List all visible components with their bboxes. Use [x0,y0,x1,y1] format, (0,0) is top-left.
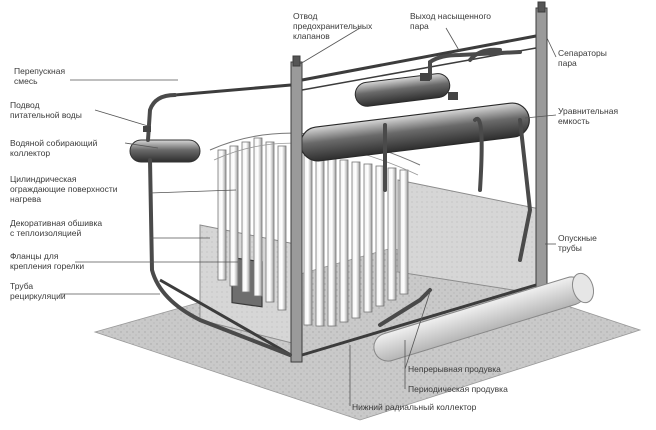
label-line: смесь [14,76,38,86]
label-water-collector: Водяной собирающий коллектор [10,138,97,158]
label-line: Перепускная [14,66,66,76]
piping [146,47,533,357]
label-line: ограждающие поверхности [10,184,118,194]
label-line: Фланцы для [10,251,59,261]
label-line: Труба [10,281,34,291]
label-line: пара [410,21,429,31]
label-line: Сепараторы [558,48,607,58]
water-collector-drum [129,139,201,163]
label-line: коллектор [10,148,51,158]
label-burner-flanges: Фланцы для крепления горелки [10,251,84,271]
label-downcomers: Опускные трубы [558,233,597,253]
label-line: клапанов [293,31,330,41]
label-equalizing-vessel: Уравнительная емкость [558,106,618,126]
label-bottom-radial-collector: Нижний радиальный коллектор [352,402,476,412]
label-saturated-steam-outlet: Выход насыщенного пара [410,11,491,31]
label-line: рециркуляции [10,291,66,301]
heating-tube-screen [209,132,421,327]
label-line: Выход насыщенного [410,11,491,21]
label-line: Уравнительная [558,106,619,116]
label-line: нагрева [10,194,42,204]
label-line: Периодическая продувка [408,384,508,394]
label-continuous-blowdown: Непрерывная продувка [408,364,501,374]
label-line: крепления горелки [10,261,85,271]
label-safety-valves: Отвод предохранительных клапанов [293,11,372,41]
label-line: Нижний радиальный коллектор [352,402,477,412]
label-line: Декоративная обшивка [10,218,103,228]
label-cylindrical-surfaces: Цилиндрическая ограждающие поверхности н… [10,174,118,204]
label-recirculation-pipe: Труба рециркуляции [10,281,66,301]
label-steam-separators: Сепараторы пара [558,48,607,68]
label-line: предохранительных [293,21,373,31]
label-line: пара [558,58,577,68]
label-periodic-blowdown: Периодическая продувка [408,384,508,394]
label-line: Водяной собирающий [10,138,98,148]
label-feedwater-inlet: Подвод питательной воды [10,100,82,120]
equalizing-vessel [300,102,530,162]
label-line: Непрерывная продувка [408,364,501,374]
label-line: Отвод [293,11,318,21]
bottom-insulated-pipe [373,272,595,362]
label-line: емкость [558,116,590,126]
label-line: с теплоизоляцией [10,228,82,238]
label-line: трубы [558,243,582,253]
label-decorative-casing: Декоративная обшивка с теплоизоляцией [10,218,102,238]
leader-lines [60,27,557,406]
label-line: Цилиндрическая [10,174,77,184]
label-bypass-mixture: Перепускная смесь [14,66,65,86]
small-valves [143,73,458,132]
label-line: Подвод [10,100,40,110]
steam-separator-drum [354,73,451,107]
label-line: питательной воды [10,110,82,120]
label-line: Опускные [558,233,597,243]
